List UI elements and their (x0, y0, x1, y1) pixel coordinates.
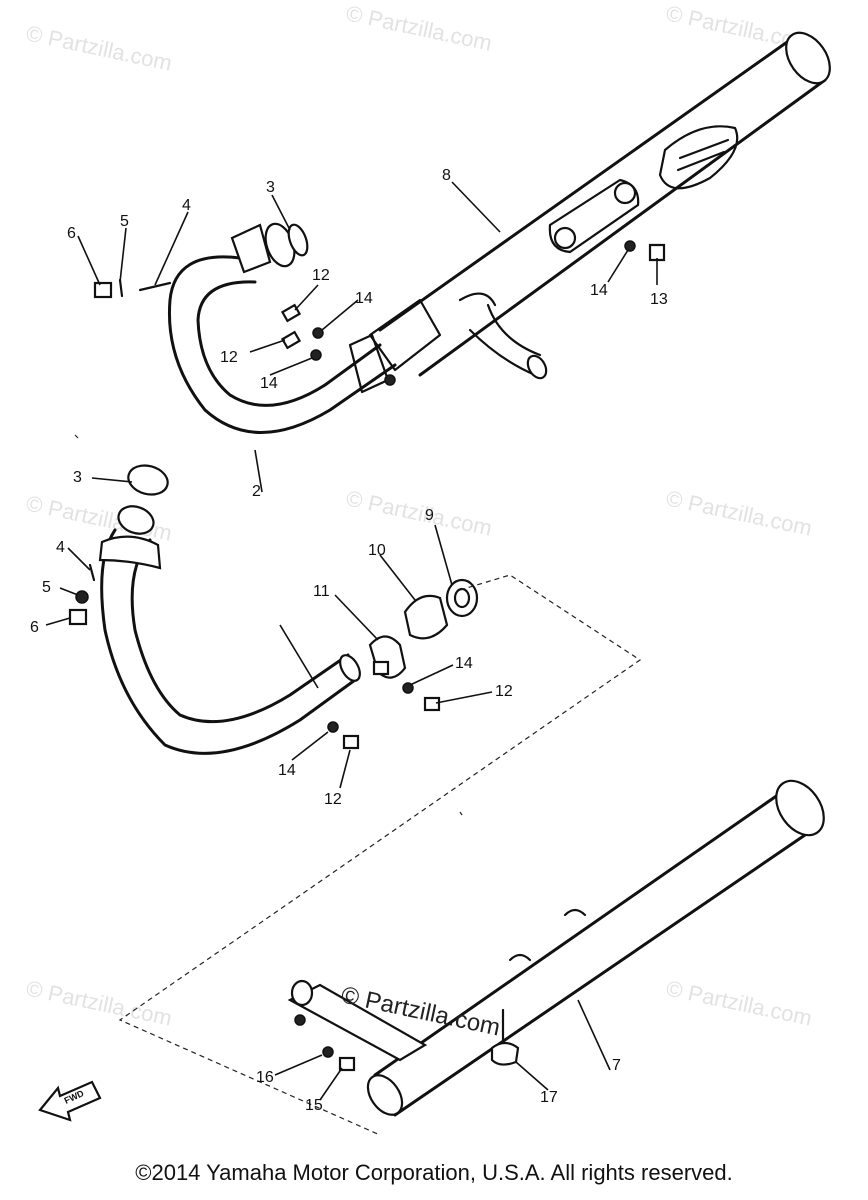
callout-4-lower: 4 (56, 539, 65, 556)
callout-5-lower: 5 (42, 579, 51, 596)
callout-8: 8 (442, 167, 451, 184)
callout-12-lower: 12 (324, 791, 342, 808)
callout-9: 9 (425, 507, 434, 524)
callout-2: 2 (252, 483, 261, 500)
callout-12-upper-left: 12 (220, 349, 238, 366)
callout-6-upper: 6 (67, 225, 76, 242)
watermark: © Partzilla.com (24, 20, 174, 75)
callout-14-lower: 14 (278, 762, 296, 779)
watermark: © Partzilla.com (344, 485, 494, 540)
callout-15: 15 (305, 1097, 323, 1114)
callout-6-lower: 6 (30, 619, 39, 636)
callout-12-upper: 12 (312, 267, 330, 284)
callout-12-lower-right: 12 (495, 683, 513, 700)
watermark: © Partzilla.com (24, 975, 174, 1030)
assembly-lines (74, 434, 642, 1136)
watermark: © Partzilla.com (344, 0, 494, 55)
fwd-arrow-icon: FWD (38, 1080, 102, 1122)
watermark: © Partzilla.com (664, 485, 814, 540)
lower-header-pipe (68, 464, 361, 755)
upper-header-pipe (93, 222, 397, 434)
watermark: © Partzilla.com (664, 975, 814, 1030)
callout-16: 16 (256, 1069, 274, 1086)
leader-lines (45, 181, 658, 1101)
callout-14-joint: 14 (455, 655, 473, 672)
callout-11: 11 (313, 583, 330, 600)
callout-4-upper: 4 (182, 197, 191, 214)
lower-muffler (287, 779, 825, 1117)
callout-14-muffler: 14 (590, 282, 608, 299)
callout-14-upper-left: 14 (260, 375, 278, 392)
copyright-notice: ©2014 Yamaha Motor Corporation, U.S.A. A… (135, 1160, 733, 1185)
callout-3-lower: 3 (73, 469, 82, 486)
callout-3-upper: 3 (266, 179, 275, 196)
callout-5-upper: 5 (120, 213, 129, 230)
callout-17: 17 (540, 1089, 558, 1106)
callout-10: 10 (368, 542, 386, 559)
callout-14-upper: 14 (355, 290, 373, 307)
callout-7: 7 (612, 1057, 621, 1074)
lower-joint-parts (327, 578, 479, 750)
callout-13: 13 (650, 291, 668, 308)
callout-labels: 2 3 3 4 4 5 5 6 6 7 8 9 10 11 12 12 12 1… (30, 167, 668, 1114)
upper-muffler (368, 31, 831, 380)
